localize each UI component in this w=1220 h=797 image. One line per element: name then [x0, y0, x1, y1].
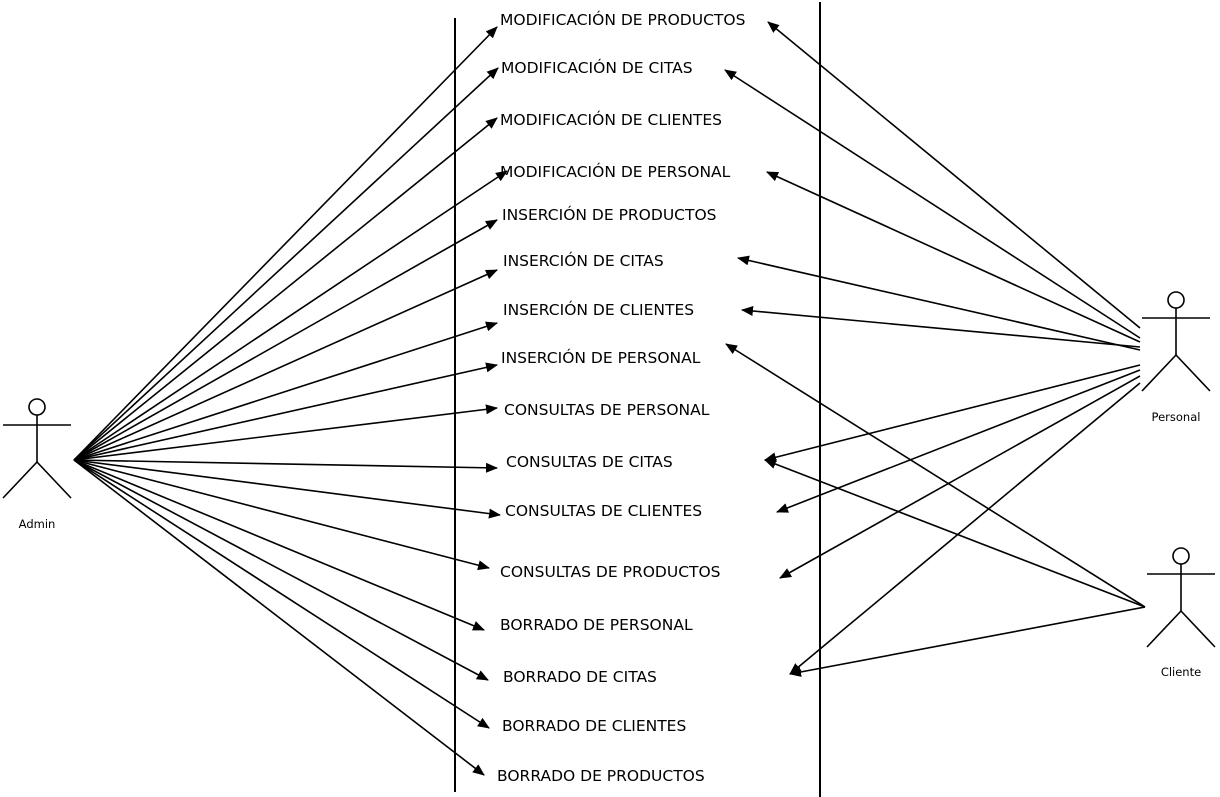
actor-label-admin: Admin	[19, 517, 56, 531]
association-admin-to-bor-personal	[73, 459, 485, 631]
association-admin-to-bor-productos	[73, 459, 485, 776]
actor-right-leg	[1175, 354, 1211, 392]
association-personal-to-con-citas	[764, 364, 1141, 463]
use-case-modificacion-de-productos: MODIFICACIÓN DE PRODUCTOS	[500, 10, 745, 29]
association-admin-to-con-citas	[73, 459, 498, 473]
use-cases: MODIFICACIÓN DE PRODUCTOS MODIFICACIÓN DE…	[497, 10, 745, 785]
association-personal-to-ins-citas	[737, 255, 1141, 351]
actor-left-leg	[1141, 354, 1177, 392]
use-case-consultas-de-productos: CONSULTAS DE PRODUCTOS	[500, 563, 721, 581]
actor-right-leg	[36, 461, 72, 499]
association-personal-to-mod-personal	[766, 171, 1141, 343]
association-admin-to-con-personal	[73, 404, 498, 461]
use-case-consultas-de-personal: CONSULTAS DE PERSONAL	[504, 401, 710, 419]
association-admin-to-mod-personal	[73, 170, 508, 461]
actor-right-leg	[1180, 610, 1216, 648]
use-case-borrado-de-personal: BORRADO DE PERSONAL	[500, 616, 693, 634]
association-admin-to-ins-productos	[73, 219, 498, 461]
use-case-borrado-de-citas: BORRADO DE CITAS	[503, 668, 657, 686]
association-cliente-to-bor-citas	[789, 606, 1146, 677]
actor-left-leg	[2, 461, 38, 499]
association-admin-to-bor-clientes	[73, 459, 490, 729]
use-case-insercion-de-personal: INSERCIÓN DE PERSONAL	[501, 348, 701, 367]
actor-head-icon	[28, 398, 46, 416]
association-cliente-to-ins-personal	[725, 343, 1146, 608]
association-personal-to-con-productos	[779, 375, 1141, 579]
association-personal-to-mod-productos	[767, 21, 1141, 329]
association-personal-to-ins-clientes	[741, 306, 1141, 348]
actor-cliente: Cliente	[1146, 547, 1216, 679]
use-case-consultas-de-clientes: CONSULTAS DE CLIENTES	[505, 502, 702, 520]
use-case-modificacion-de-citas: MODIFICACIÓN DE CITAS	[501, 58, 693, 77]
association-personal-to-bor-citas	[789, 382, 1141, 675]
actor-personal: Personal	[1141, 291, 1211, 424]
actor-label-cliente: Cliente	[1161, 665, 1201, 679]
association-personal-to-mod-citas	[724, 69, 1141, 339]
actor-label-personal: Personal	[1152, 410, 1201, 424]
use-case-insercion-de-clientes: INSERCIÓN DE CLIENTES	[503, 300, 694, 319]
association-admin-to-ins-clientes	[73, 321, 498, 461]
association-admin-to-mod-clientes	[73, 117, 498, 461]
association-admin-to-mod-citas	[73, 67, 499, 461]
use-case-modificacion-de-personal: MODIFICACIÓN DE PERSONAL	[500, 162, 731, 181]
use-case-borrado-de-clientes: BORRADO DE CLIENTES	[502, 717, 686, 735]
use-case-modificacion-de-clientes: MODIFICACIÓN DE CLIENTES	[500, 110, 722, 129]
association-admin-to-ins-personal	[73, 362, 498, 461]
actor-left-leg	[1146, 610, 1182, 648]
actor-admin: Admin	[2, 398, 72, 531]
association-cliente-to-con-citas	[764, 459, 1146, 608]
actor-head-icon	[1172, 547, 1190, 565]
actor-head-icon	[1167, 291, 1185, 309]
use-case-insercion-de-productos: INSERCIÓN DE PRODUCTOS	[502, 205, 717, 224]
use-case-borrado-de-productos: BORRADO DE PRODUCTOS	[497, 767, 705, 785]
use-case-consultas-de-citas: CONSULTAS DE CITAS	[506, 453, 673, 471]
use-case-insercion-de-citas: INSERCIÓN DE CITAS	[503, 251, 664, 270]
association-arrows	[73, 21, 1146, 776]
association-admin-to-con-productos	[73, 459, 490, 571]
association-admin-to-bor-citas	[73, 459, 489, 681]
association-admin-to-ins-citas	[73, 269, 498, 461]
association-admin-to-con-clientes	[73, 459, 501, 519]
association-admin-to-mod-productos	[73, 26, 498, 461]
